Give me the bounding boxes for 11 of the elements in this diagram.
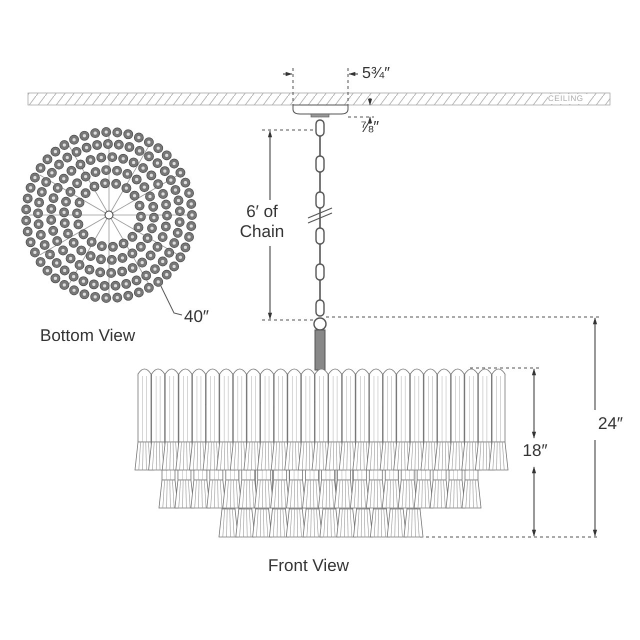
chandelier-bottom-view-drawing bbox=[20, 126, 198, 304]
dimension-label: 6′ of Chain bbox=[238, 202, 286, 243]
view-caption: Bottom View bbox=[40, 326, 136, 346]
ceiling-label: CEILING bbox=[548, 94, 588, 104]
view-caption: Front View bbox=[268, 556, 350, 576]
dimension-label: 40″ bbox=[184, 307, 209, 328]
dimension-label: ⅞″ bbox=[360, 118, 380, 138]
dimension-label: 24″ bbox=[598, 414, 624, 434]
leader-line bbox=[160, 286, 182, 316]
dimension-label: 18″ bbox=[522, 441, 548, 462]
dimension-label: 5¾″ bbox=[362, 64, 391, 84]
